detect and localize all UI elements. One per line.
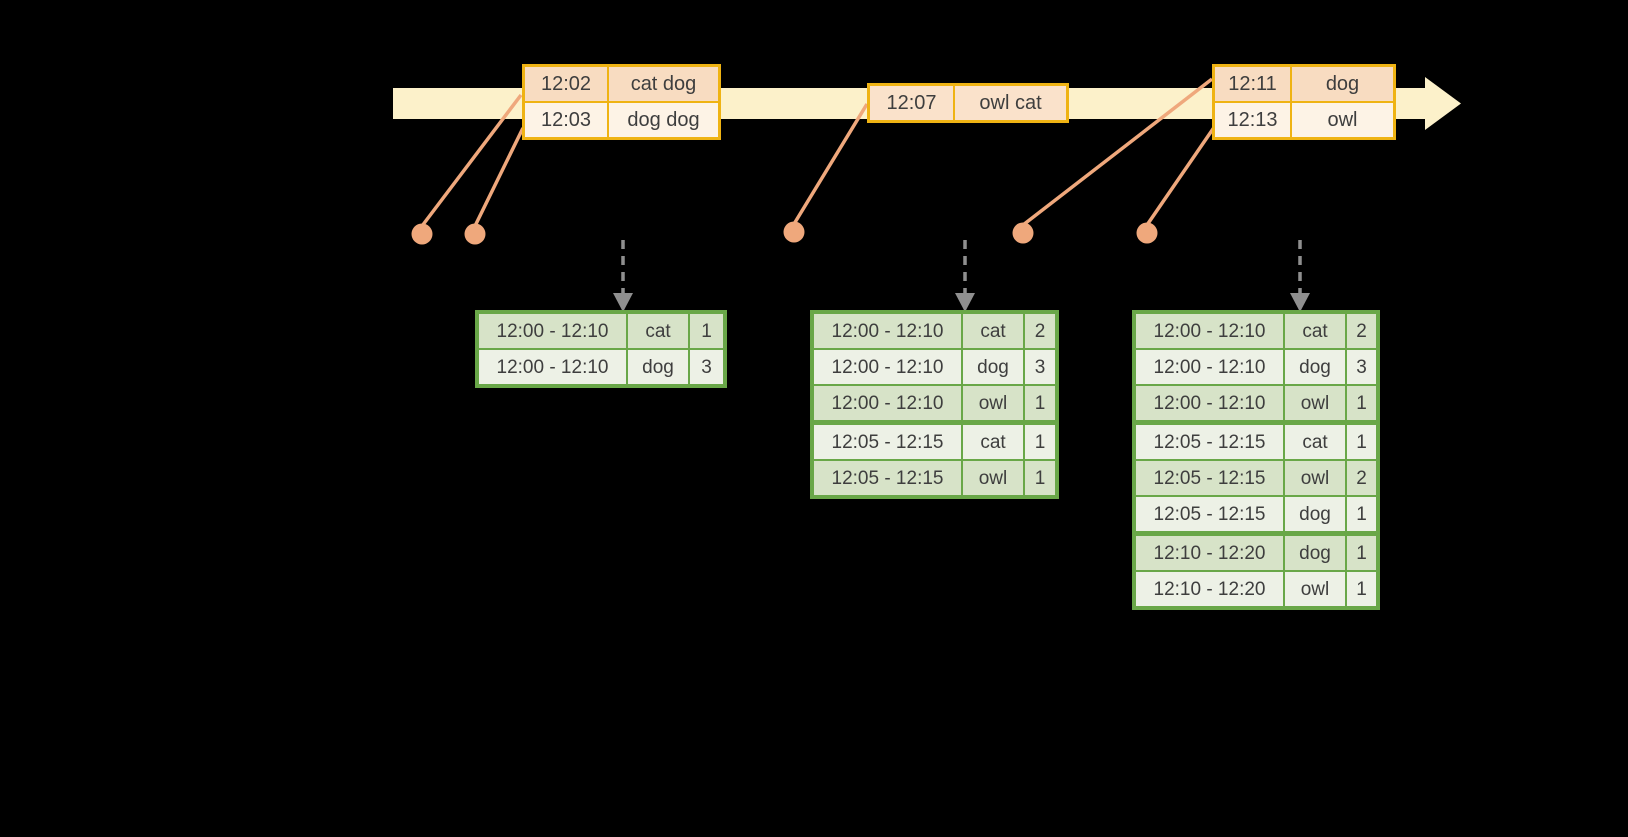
- count-value: 3: [1347, 350, 1376, 384]
- event-connector-line: [473, 127, 525, 227]
- event-connector-line: [1145, 125, 1217, 226]
- count-value: 1: [1347, 572, 1376, 606]
- window-range: 12:00 - 12:10: [814, 350, 961, 384]
- count-value: 2: [1347, 461, 1376, 495]
- count-value: 1: [690, 314, 723, 348]
- count-value: 3: [690, 350, 723, 384]
- word-value: owl: [1285, 572, 1345, 606]
- event-dot: [1012, 222, 1034, 244]
- count-value: 1: [1025, 386, 1055, 420]
- count-value: 1: [1025, 425, 1055, 459]
- word-value: owl: [1285, 386, 1345, 420]
- word-value: cat: [628, 314, 688, 348]
- word-value: cat: [1285, 425, 1345, 459]
- window-range: 12:05 - 12:15: [1136, 497, 1283, 531]
- event-dot: [464, 223, 486, 245]
- word-value: cat: [963, 314, 1023, 348]
- event-time: 12:13: [1215, 103, 1290, 137]
- word-value: dog: [1285, 536, 1345, 570]
- event-words: dog: [1292, 67, 1393, 101]
- window-range: 12:00 - 12:10: [479, 350, 626, 384]
- window-range: 12:05 - 12:15: [814, 425, 961, 459]
- count-value: 1: [1347, 425, 1376, 459]
- event-time: 12:02: [525, 67, 607, 101]
- event-words: owl cat: [955, 86, 1066, 120]
- event-words: owl: [1292, 103, 1393, 137]
- count-value: 3: [1025, 350, 1055, 384]
- count-value: 2: [1025, 314, 1055, 348]
- event-connector-line: [792, 103, 869, 225]
- window-range: 12:00 - 12:10: [814, 314, 961, 348]
- event-time: 12:07: [870, 86, 953, 120]
- trigger-arrows: [613, 240, 1310, 312]
- event-connector-line: [1021, 77, 1214, 227]
- event-dot: [1136, 222, 1158, 244]
- word-value: dog: [1285, 497, 1345, 531]
- window-range: 12:00 - 12:10: [1136, 386, 1283, 420]
- word-value: owl: [963, 461, 1023, 495]
- event-time: 12:11: [1215, 67, 1290, 101]
- count-value: 1: [1347, 536, 1376, 570]
- count-value: 1: [1347, 497, 1376, 531]
- event-dot: [783, 221, 805, 243]
- event-time: 12:03: [525, 103, 607, 137]
- window-range: 12:00 - 12:10: [814, 386, 961, 420]
- event-words: dog dog: [609, 103, 718, 137]
- event-dot: [411, 223, 433, 245]
- event-connector-line: [420, 93, 523, 228]
- window-range: 12:00 - 12:10: [1136, 350, 1283, 384]
- window-range: 12:05 - 12:15: [1136, 425, 1283, 459]
- word-value: cat: [963, 425, 1023, 459]
- word-value: cat: [1285, 314, 1345, 348]
- event-dots: [411, 221, 1158, 245]
- count-value: 1: [1347, 386, 1376, 420]
- event-connector-lines: [420, 77, 1217, 228]
- window-range: 12:00 - 12:10: [479, 314, 626, 348]
- trigger-arrowhead: [1290, 293, 1310, 312]
- trigger-arrowhead: [955, 293, 975, 312]
- window-range: 12:10 - 12:20: [1136, 536, 1283, 570]
- event-words: cat dog: [609, 67, 718, 101]
- word-value: owl: [1285, 461, 1345, 495]
- window-range: 12:05 - 12:15: [814, 461, 961, 495]
- window-range: 12:05 - 12:15: [1136, 461, 1283, 495]
- word-value: dog: [1285, 350, 1345, 384]
- word-value: dog: [963, 350, 1023, 384]
- word-value: dog: [628, 350, 688, 384]
- window-range: 12:10 - 12:20: [1136, 572, 1283, 606]
- count-value: 2: [1347, 314, 1376, 348]
- trigger-arrowhead: [613, 293, 633, 312]
- count-value: 1: [1025, 461, 1055, 495]
- word-value: owl: [963, 386, 1023, 420]
- window-range: 12:00 - 12:10: [1136, 314, 1283, 348]
